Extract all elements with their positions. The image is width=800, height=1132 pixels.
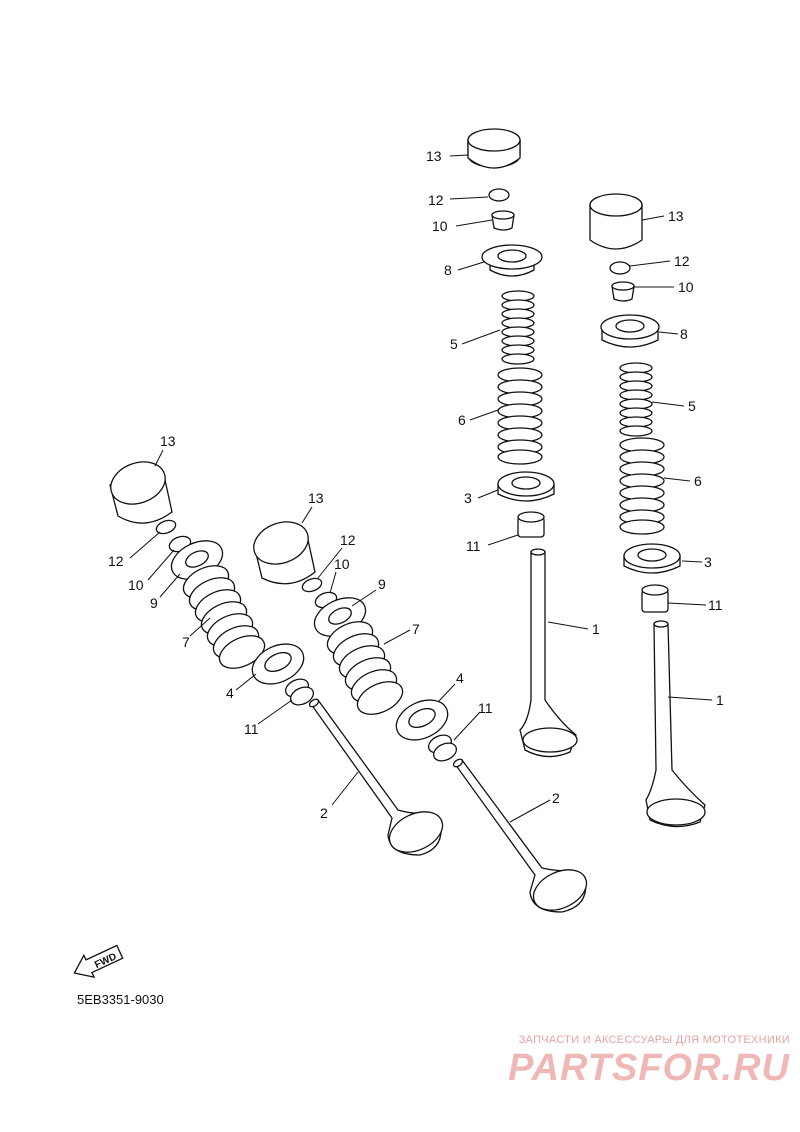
callout-label: 12 [428, 192, 444, 208]
leader-lines [129, 154, 713, 823]
inner-spring [619, 362, 653, 437]
spring-seat [395, 699, 449, 741]
spring-seat [251, 643, 305, 685]
callout-label: 12 [340, 532, 356, 548]
valve-shim [609, 261, 631, 275]
watermark: ЗАПЧАСТИ И АКСЕССУАРЫ ДЛЯ МОТОТЕХНИКИ PA… [470, 1034, 790, 1088]
stem-seal [427, 734, 458, 762]
stem-seal [517, 511, 545, 538]
intake-valve [645, 620, 706, 828]
callout-label: 13 [668, 208, 684, 224]
callout-label: 10 [678, 279, 694, 295]
valve-assembly-a [467, 128, 578, 758]
stem-seal [284, 678, 315, 706]
callout-label: 6 [694, 473, 702, 489]
callout-label: 1 [592, 621, 600, 637]
callout-label: 5 [450, 336, 458, 352]
callout-label: 9 [150, 595, 158, 611]
callout-label: 13 [308, 490, 324, 506]
callout-label: 10 [128, 577, 144, 593]
valve-assembly-c [109, 461, 444, 856]
callout-label: 11 [466, 538, 481, 554]
callout-labels: 13 12 10 8 5 6 3 11 1 13 12 10 8 5 6 3 1… [108, 148, 724, 821]
callout-label: 13 [160, 433, 176, 449]
callout-label: 1 [716, 692, 724, 708]
inner-spring [501, 290, 535, 365]
callout-label: 12 [674, 253, 690, 269]
callout-label: 11 [708, 597, 723, 613]
outer-spring [619, 437, 665, 535]
exhaust-valve [308, 698, 444, 856]
callout-label: 11 [244, 721, 259, 737]
outer-spring [497, 367, 543, 465]
drawing-code: 5EB3351-9030 [77, 992, 164, 1007]
outer-spring [326, 621, 404, 715]
callout-label: 6 [458, 412, 466, 428]
callout-label: 12 [108, 553, 124, 569]
callout-label: 11 [478, 700, 493, 716]
callout-label: 10 [432, 218, 448, 234]
callout-label: 7 [412, 621, 420, 637]
intake-valve [519, 548, 578, 758]
callout-label: 7 [182, 634, 190, 650]
callout-label: 13 [426, 148, 442, 164]
callout-label: 3 [704, 554, 712, 570]
fwd-arrow-icon: FWD [73, 944, 124, 979]
valve-shim [488, 188, 510, 202]
valve-shim [155, 519, 177, 535]
exhaust-valve [452, 758, 588, 913]
stem-seal [641, 584, 669, 613]
callout-label: 4 [226, 685, 234, 701]
watermark-logo: PARTSFOR.RU [508, 1047, 790, 1089]
valve-lifter [589, 204, 643, 250]
callout-label: 9 [378, 576, 386, 592]
callout-label: 2 [552, 790, 560, 806]
spring-seat [497, 471, 555, 502]
valve-shim [301, 577, 323, 593]
callout-label: 4 [456, 670, 464, 686]
callout-label: 2 [320, 805, 328, 821]
callout-label: 3 [464, 490, 472, 506]
callout-label: 8 [444, 262, 452, 278]
spring-seat [623, 543, 681, 574]
callout-label: 10 [334, 556, 350, 572]
callout-label: 8 [680, 326, 688, 342]
callout-label: 5 [688, 398, 696, 414]
watermark-tagline: ЗАПЧАСТИ И АКСЕССУАРЫ ДЛЯ МОТОТЕХНИКИ [518, 1034, 790, 1046]
valve-assembly-b [589, 193, 706, 828]
valve-assembly-d [253, 521, 588, 913]
outer-spring [182, 565, 266, 669]
